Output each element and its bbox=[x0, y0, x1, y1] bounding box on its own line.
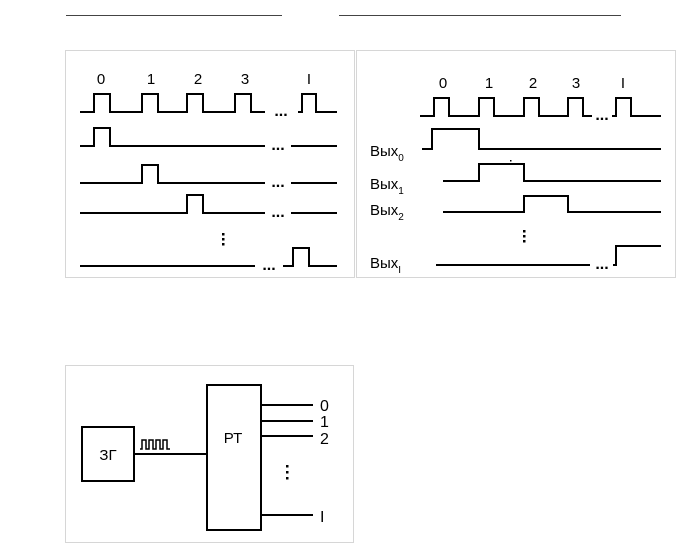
register-label: РТ bbox=[224, 430, 243, 447]
output-label-2: Вых2 bbox=[370, 202, 404, 223]
output-0-dots: ... bbox=[271, 137, 284, 154]
top-rule-left bbox=[66, 15, 282, 16]
output-label-0: 0 bbox=[320, 398, 329, 415]
ring-counter-block-diagram: ЗГ РТ 0 1 2 I bbox=[65, 365, 354, 543]
pulse-train-icon bbox=[140, 439, 170, 450]
output-i-dots: ... bbox=[262, 257, 275, 274]
output-1-signal bbox=[80, 164, 265, 184]
output-1-signal bbox=[443, 163, 661, 182]
output-label-1: 1 bbox=[320, 414, 329, 431]
output-label-0: Вых0 bbox=[370, 143, 404, 164]
output-0-signal bbox=[80, 127, 265, 147]
output-1-dots: ... bbox=[271, 174, 284, 191]
panel-border bbox=[356, 50, 676, 278]
clock-signal bbox=[80, 93, 265, 113]
clock-label-1: 1 bbox=[147, 71, 155, 88]
panel-border bbox=[65, 50, 355, 278]
vertical-ellipsis bbox=[286, 465, 289, 480]
ring-counter-timing-diagram: 0 1 2 3 I ... ... ... ... ... bbox=[65, 50, 355, 278]
output-label-i: ВыхI bbox=[370, 255, 401, 276]
clock-label-1: 1 bbox=[485, 75, 493, 92]
clock-dots: ... bbox=[274, 103, 287, 120]
clock-label-0: 0 bbox=[97, 71, 105, 88]
clock-signal-tail bbox=[612, 97, 661, 117]
output-2-signal bbox=[443, 195, 661, 213]
clock-label-2: 2 bbox=[529, 75, 537, 92]
vertical-ellipsis bbox=[222, 233, 225, 246]
speck bbox=[510, 160, 512, 162]
output-label-i: I bbox=[320, 509, 324, 526]
clock-label-i: I bbox=[307, 71, 311, 88]
panel-border bbox=[65, 365, 354, 543]
output-i-tail bbox=[613, 245, 661, 266]
output-label-2: 2 bbox=[320, 431, 329, 448]
clock-label-3: 3 bbox=[241, 71, 249, 88]
clock-label-2: 2 bbox=[194, 71, 202, 88]
output-i-tail bbox=[283, 247, 337, 267]
output-2-signal bbox=[80, 194, 265, 214]
trigger-outputs-timing-diagram: 0 1 2 3 I Вых0 Вых1 Вых2 ВыхI ... ... bbox=[356, 50, 676, 278]
register-block bbox=[206, 384, 262, 531]
clock-label-i: I bbox=[621, 75, 625, 92]
output-label-1: Вых1 bbox=[370, 176, 404, 197]
clock-label-3: 3 bbox=[572, 75, 580, 92]
vertical-ellipsis bbox=[523, 230, 526, 243]
clock-generator-label: ЗГ bbox=[99, 447, 116, 464]
clock-signal bbox=[420, 97, 592, 117]
clock-signal-tail bbox=[298, 93, 337, 113]
output-i-dots: ... bbox=[595, 256, 608, 273]
clock-dots: ... bbox=[595, 107, 608, 124]
output-2-dots: ... bbox=[271, 204, 284, 221]
clock-label-0: 0 bbox=[439, 75, 447, 92]
top-rule-right bbox=[339, 15, 621, 16]
output-0-signal bbox=[422, 128, 661, 150]
